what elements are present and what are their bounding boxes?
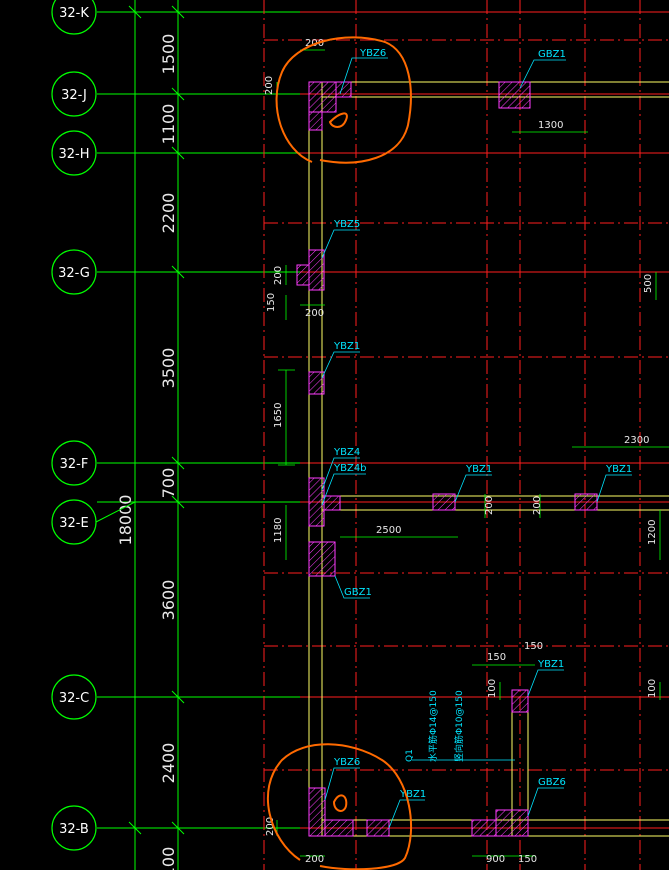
- spacing-c-b: 2400: [159, 743, 178, 784]
- svg-text:32-F: 32-F: [60, 457, 89, 472]
- spacing-j-h: 1100: [159, 104, 178, 145]
- axis-bubble-32-G: 32-G: [51, 249, 97, 295]
- tag-ybz4b: YBZ4b: [333, 463, 367, 474]
- axis-bubble-32-C: 32-C: [51, 674, 97, 720]
- columns: [296, 81, 598, 837]
- column-ybz1-c: [574, 493, 598, 511]
- column-gbz6: [471, 809, 529, 837]
- svg-text:32-C: 32-C: [59, 691, 89, 706]
- markup-squiggle-bottom: [332, 794, 348, 812]
- dim-200-e2: 200: [532, 496, 543, 515]
- dim-100-c: 100: [487, 679, 498, 698]
- tag-ybz1-a: YBZ1: [333, 341, 360, 352]
- tag-ybz4: YBZ4: [333, 447, 360, 458]
- dimension-chain: [128, 0, 185, 870]
- tag-gbz6: GBZ6: [538, 777, 566, 788]
- vertical-grid-lines: [263, 0, 641, 870]
- walls: [308, 81, 669, 837]
- axis-bubbles: 32-K 32-J 32-H 32-G 32-F 32-E 32-C 32-B: [51, 0, 136, 851]
- dim-1180: 1180: [273, 518, 284, 543]
- dim-150-c2: 150: [524, 641, 543, 652]
- column-ybz1-d: [511, 689, 529, 713]
- orange-markup: [267, 36, 412, 870]
- dim-150-c1: 150: [487, 652, 506, 663]
- local-dimension-lines: [276, 49, 669, 857]
- dim-900: 900: [486, 854, 505, 865]
- svg-text:32-J: 32-J: [61, 88, 87, 103]
- dim-2500: 2500: [376, 525, 401, 536]
- svg-text:32-E: 32-E: [59, 516, 88, 531]
- tag-ybz1-d: YBZ1: [537, 659, 564, 670]
- spacing-e-c: 3600: [159, 580, 178, 621]
- dim-200-e1: 200: [484, 496, 495, 515]
- tag-gbz1-mid: GBZ1: [344, 587, 372, 598]
- axis-bubble-32-B: 32-B: [51, 805, 97, 851]
- column-ybz1-a: [308, 371, 325, 395]
- dim-200-left-j: 200: [264, 76, 275, 95]
- svg-text:32-H: 32-H: [58, 147, 89, 162]
- tag-gbz1-top: GBZ1: [538, 49, 566, 60]
- column-ybz6-top: [308, 81, 352, 131]
- dim-100-c-right: 100: [647, 679, 658, 698]
- dim-150-b: 150: [518, 854, 537, 865]
- wall-id-label: Q1: [405, 749, 415, 762]
- column-tag-labels: YBZ6 GBZ1 YBZ5 YBZ1 YBZ4 YBZ4b YBZ1 YBZ1…: [333, 48, 632, 800]
- axis-bubble-32-J: 32-J: [51, 71, 97, 117]
- axis-leaders: [97, 11, 300, 829]
- column-ybz6-bot: [308, 787, 354, 837]
- markup-circle-bottom: [267, 743, 412, 870]
- spacing-f-e: 700: [159, 468, 178, 499]
- dim-150-g: 150: [266, 293, 277, 312]
- column-ybz1-e: [366, 819, 390, 837]
- tag-ybz5: YBZ5: [333, 219, 360, 230]
- column-gbz1-mid: [308, 541, 336, 577]
- spacing-b-end: 100: [159, 847, 178, 870]
- column-ybz4: [308, 477, 341, 527]
- total-dimension: 18000: [116, 495, 135, 546]
- spacing-g-f: 3500: [159, 348, 178, 389]
- rebar-horizontal-note: 水平筋Φ14@150: [427, 690, 439, 762]
- tag-ybz6-top: YBZ6: [359, 48, 386, 59]
- tag-ybz1-b: YBZ1: [465, 464, 492, 475]
- dim-1200: 1200: [647, 520, 658, 545]
- spacing-labels: 1500 1100 2200 3500 700 3600 2400 100: [159, 34, 178, 870]
- markup-circle-top: [275, 36, 412, 164]
- dim-200-g: 200: [273, 266, 284, 285]
- column-gbz1-top: [498, 81, 531, 109]
- axis-bubble-32-K: 32-K: [51, 0, 97, 35]
- column-tags: [321, 57, 632, 829]
- dim-500: 500: [643, 274, 654, 293]
- horizontal-dash-lines: [264, 39, 669, 771]
- axis-bubble-32-F: 32-F: [51, 440, 97, 486]
- dim-200-b: 200: [265, 817, 276, 836]
- column-ybz5: [296, 249, 325, 291]
- local-dimension-labels: 200 200 1300 200 150 200 500 1650 2300 1…: [264, 38, 658, 865]
- dim-1650: 1650: [273, 403, 284, 428]
- dim-1300: 1300: [538, 120, 563, 131]
- dim-2300: 2300: [624, 435, 649, 446]
- dim-200-b-below: 200: [305, 854, 324, 865]
- tag-ybz6-bot: YBZ6: [333, 757, 360, 768]
- rebar-vertical-note: 竖向筋Φ10@150: [453, 690, 465, 762]
- spacing-k-j: 1500: [159, 34, 178, 75]
- axis-bubble-32-E: 32-E: [51, 499, 97, 545]
- tag-ybz1-e: YBZ1: [399, 789, 426, 800]
- svg-text:32-G: 32-G: [58, 266, 90, 281]
- axis-grid-lines: [97, 11, 669, 829]
- axis-bubble-32-H: 32-H: [51, 130, 97, 176]
- svg-text:32-B: 32-B: [59, 822, 89, 837]
- rebar-notes: Q1 水平筋Φ14@150 竖向筋Φ10@150: [405, 690, 515, 762]
- tag-ybz1-c: YBZ1: [605, 464, 632, 475]
- svg-text:32-K: 32-K: [59, 6, 89, 21]
- spacing-h-g: 2200: [159, 193, 178, 234]
- dim-200-g-below: 200: [305, 308, 324, 319]
- column-ybz1-b: [432, 493, 456, 511]
- markup-squiggle-top: [328, 112, 348, 128]
